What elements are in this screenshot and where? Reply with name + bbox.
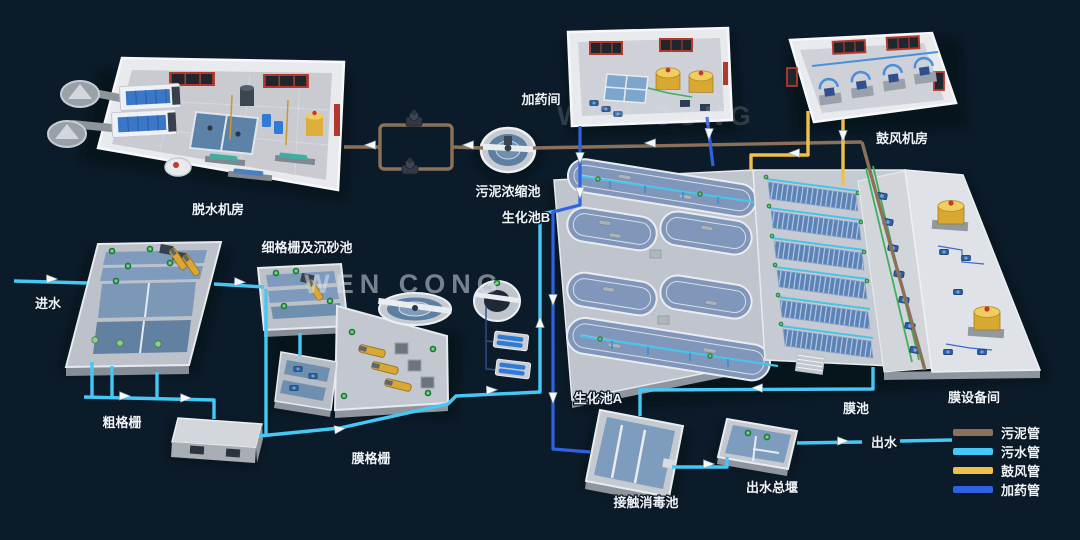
legend-row-dosing: 加药管 bbox=[953, 482, 1041, 499]
label-sludge-thickener: 污泥浓缩池 bbox=[475, 184, 540, 199]
legend: 污泥管 污水管 鼓风管 加药管 bbox=[953, 425, 1041, 499]
blower-building bbox=[786, 31, 958, 124]
ditch-aeration-pipes bbox=[577, 174, 779, 368]
legend-swatch-sludge bbox=[953, 429, 993, 436]
dosing-tank bbox=[688, 70, 714, 93]
screen-blower-units bbox=[485, 306, 532, 380]
dewatering-building bbox=[47, 56, 346, 192]
blower-unit bbox=[913, 56, 938, 85]
aerator-ball bbox=[116, 339, 124, 347]
sludge-thickener-tank bbox=[479, 126, 537, 174]
legend-label-sludge: 污泥管 bbox=[1001, 426, 1040, 441]
label-fine-screen-grit: 细格栅及沉砂池 bbox=[261, 240, 352, 255]
window bbox=[786, 67, 798, 87]
label-influent: 进水 bbox=[35, 296, 62, 311]
aerator-ball bbox=[154, 340, 162, 348]
filter-press bbox=[111, 108, 178, 139]
label-effluent: 出水 bbox=[871, 435, 898, 450]
pump-skids bbox=[204, 152, 316, 182]
label-membrane-screen: 膜格栅 bbox=[351, 451, 390, 466]
fine-screen-grit-pool bbox=[256, 262, 350, 337]
polymer-drum bbox=[306, 110, 323, 136]
membrane-screen-complex bbox=[274, 279, 532, 418]
legend-label-blast: 鼓风管 bbox=[1001, 464, 1040, 479]
dosing-pipes bbox=[551, 116, 715, 454]
label-dewatering-room: 脱水机房 bbox=[192, 202, 244, 217]
legend-label-dosing: 加药管 bbox=[1000, 483, 1040, 498]
membrane-rails bbox=[765, 178, 874, 339]
label-membrane-tank: 膜池 bbox=[843, 401, 869, 416]
label-blower-room: 鼓风机房 bbox=[876, 131, 928, 146]
circular-screen-tank bbox=[377, 292, 453, 326]
legend-swatch-sewage bbox=[953, 448, 993, 455]
effluent-weir-pool bbox=[716, 417, 799, 476]
contact-disinfection-tank bbox=[584, 408, 685, 505]
label-bio-tank-b: 生化池B bbox=[502, 210, 550, 225]
lift-pump-station bbox=[171, 417, 263, 463]
label-contact-disinfection: 接触消毒池 bbox=[613, 495, 678, 510]
window bbox=[885, 35, 921, 51]
legend-swatch-dosing bbox=[953, 486, 993, 493]
window bbox=[263, 73, 309, 89]
label-bio-tank-a: 生化池A bbox=[574, 391, 623, 406]
legend-row-sludge: 污泥管 bbox=[953, 425, 1041, 442]
blower-unit bbox=[850, 70, 875, 99]
label-effluent-weir: 出水总堰 bbox=[746, 480, 798, 495]
window bbox=[589, 41, 623, 55]
coarse-screen-pool bbox=[64, 240, 223, 376]
roof-fan bbox=[240, 85, 254, 106]
labels: 脱水机房 细格栅及沉砂池 加药间 污泥浓缩池 生化池B 鼓风机房 进水 粗格栅 … bbox=[34, 91, 1002, 512]
blower-unit bbox=[818, 77, 843, 106]
label-membrane-equipment-room: 膜设备间 bbox=[948, 390, 1000, 405]
window bbox=[831, 39, 867, 55]
door bbox=[723, 62, 728, 85]
dosing-tank bbox=[655, 67, 681, 90]
watermark-text: WEN CONG bbox=[557, 101, 757, 131]
barrel bbox=[262, 114, 271, 127]
label-dosing-room: 加药间 bbox=[520, 92, 560, 107]
membrane-modules bbox=[767, 181, 874, 359]
legend-label-sewage: 污水管 bbox=[1001, 445, 1040, 460]
oxidation-ditches bbox=[566, 158, 779, 382]
watermark-text: WEN CONG bbox=[304, 269, 504, 299]
barrel bbox=[274, 121, 283, 134]
legend-row-sewage: 污水管 bbox=[953, 444, 1041, 461]
ditch-nozzles bbox=[609, 181, 729, 367]
aerator-ball bbox=[91, 336, 99, 344]
chemical-tank bbox=[973, 305, 1001, 331]
door bbox=[334, 104, 340, 136]
blast-air-pipes bbox=[749, 111, 845, 186]
stairs bbox=[794, 352, 826, 375]
window bbox=[659, 38, 693, 52]
membrane-equipment-floor bbox=[904, 169, 1042, 373]
chemical-tank bbox=[937, 199, 965, 225]
sewage-pipes bbox=[13, 209, 953, 469]
label-coarse-screen: 粗格栅 bbox=[102, 415, 141, 430]
blower-unit bbox=[882, 63, 907, 92]
legend-row-blast: 鼓风管 bbox=[953, 463, 1041, 480]
membrane-tank-complex bbox=[752, 165, 1042, 380]
dosing-building bbox=[566, 26, 734, 128]
filter-press bbox=[119, 83, 181, 111]
legend-swatch-blast bbox=[953, 467, 993, 474]
